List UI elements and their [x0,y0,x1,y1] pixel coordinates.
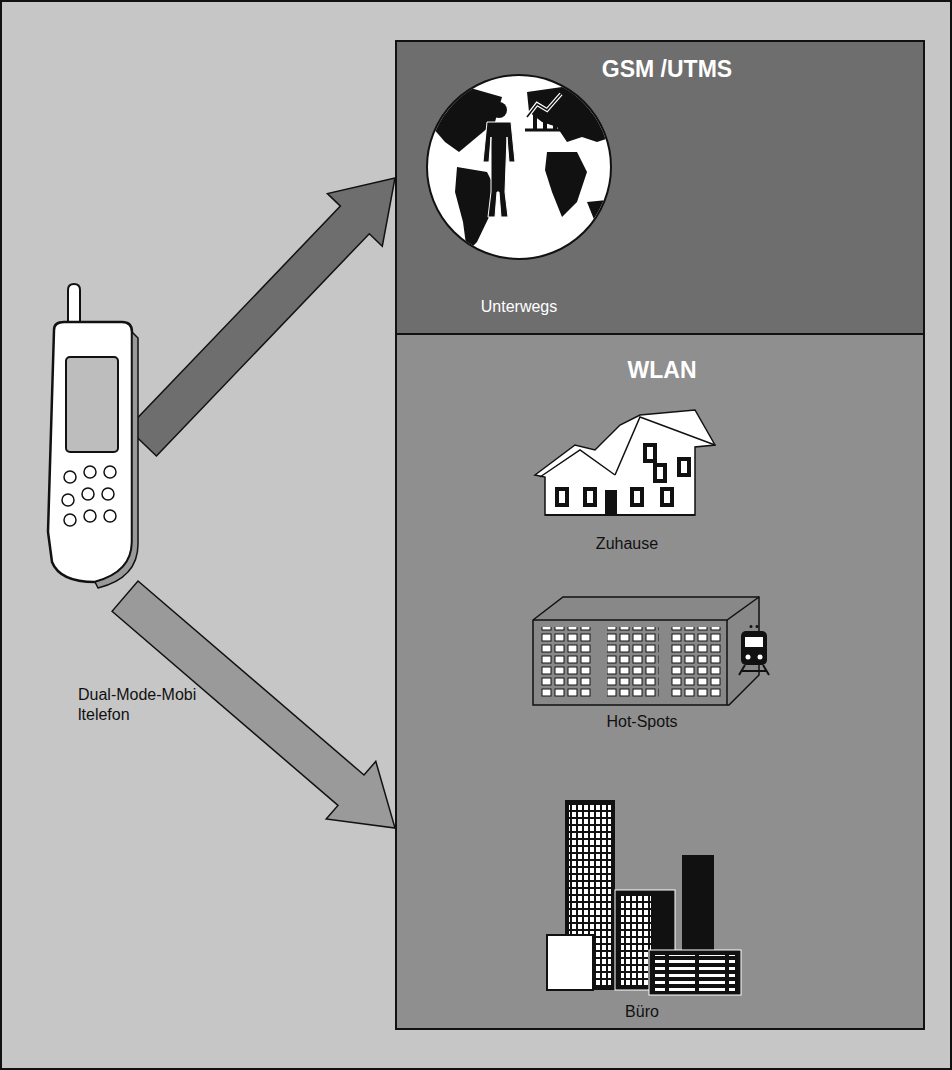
train-icon [739,625,769,675]
place-label: Büro [625,1003,659,1021]
dual-mode-phone: Dual-Mode-Mobiltelefon [40,282,140,590]
house-icon [535,410,715,515]
place-label: Hot-Spots [606,713,677,731]
phone-icon [48,284,138,588]
block-arrow [128,178,395,456]
wlan-panel: WLAN ZuhauseHot-SpotsBüro [395,333,925,1030]
illustration [397,42,927,337]
globe-icon [427,75,612,259]
place-label: Zuhause [596,535,658,553]
panel-title: GSM /UTMS [602,56,732,83]
place-label: Unterwegs [481,298,557,316]
block-arrow [112,581,395,828]
gsm-panel: GSM /UTMS Unterwegs [395,40,925,335]
phone-label: Dual-Mode-Mobiltelefon [78,685,198,725]
office-city-icon [547,800,741,995]
illustration [397,335,927,1032]
illustration [40,282,140,590]
station-building-icon [533,597,769,705]
panel-title: WLAN [628,357,697,384]
